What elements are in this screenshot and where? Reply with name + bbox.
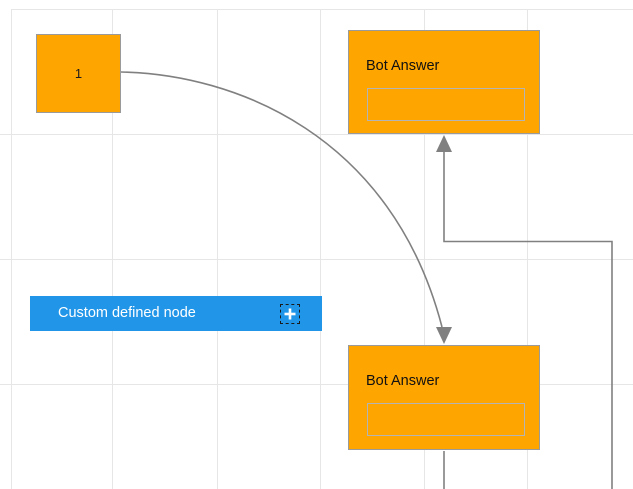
node-square-label: 1 bbox=[74, 66, 83, 81]
node-bot-answer-slot[interactable] bbox=[367, 403, 525, 436]
custom-defined-node-bar[interactable]: Custom defined node bbox=[30, 296, 322, 331]
plus-icon[interactable] bbox=[280, 303, 300, 324]
node-square-1[interactable]: 1 bbox=[36, 34, 121, 113]
node-bot-answer-title: Bot Answer bbox=[366, 58, 440, 74]
node-bot-answer-slot[interactable] bbox=[367, 88, 525, 121]
arrowhead-up-icon bbox=[436, 135, 452, 152]
arrowhead-down-icon bbox=[436, 327, 452, 344]
custom-defined-node-label: Custom defined node bbox=[58, 305, 196, 322]
node-bot-answer-top[interactable]: Bot Answer bbox=[348, 30, 540, 134]
node-bot-answer-title: Bot Answer bbox=[366, 373, 440, 389]
node-bot-answer-bottom[interactable]: Bot Answer bbox=[348, 345, 540, 450]
